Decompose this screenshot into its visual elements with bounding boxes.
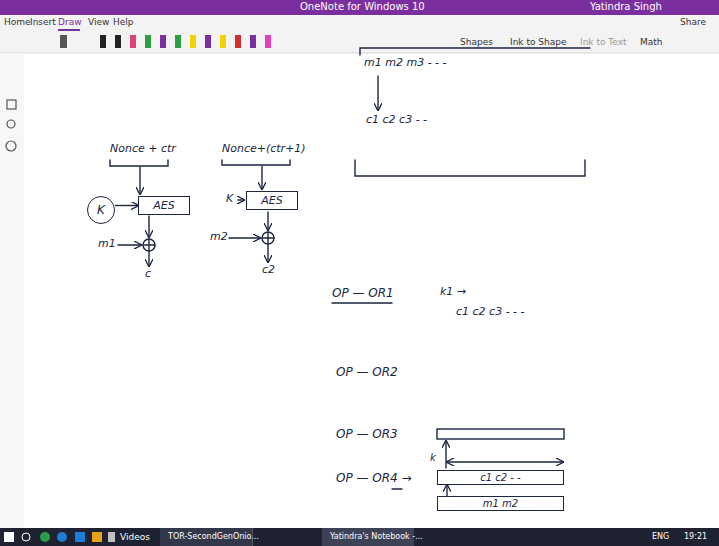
taskbar-clock: 19:21: [684, 532, 707, 541]
mode-label: OP — OR1: [332, 287, 394, 301]
key-circle: K: [87, 196, 115, 224]
key-label: k1 →: [440, 286, 466, 299]
title-bar: [0, 0, 719, 15]
share-button: Share: [680, 17, 706, 27]
handwritten-note: Nonce + ctr: [110, 143, 176, 156]
node-text: K: [97, 203, 105, 217]
message-buffer: m1 m2: [437, 496, 564, 511]
connector-arrow: [446, 485, 447, 496]
taskbar-item: TOR-SecondGenOnio...: [168, 532, 259, 541]
node-text: AES: [153, 199, 174, 212]
key-label: K: [226, 193, 233, 206]
handwriting: [110, 48, 590, 489]
mode-label: OP — OR4 →: [336, 472, 412, 486]
cipher-buffer: c1 c2 - -: [437, 470, 564, 485]
pen-icons: [60, 35, 271, 48]
user-name: Yatindra Singh: [590, 1, 662, 13]
message-label: m1: [98, 238, 116, 251]
node-text: AES: [261, 194, 282, 207]
taskbar-tray: ENG: [652, 532, 669, 541]
mode-label: OP — OR2: [336, 366, 398, 380]
toolbar-button: Ink to Shape: [510, 37, 567, 47]
cipher-label: c2: [262, 264, 275, 277]
ribbon-tab: View: [88, 17, 109, 27]
taskbar-item: Videos: [120, 532, 150, 542]
ribbon-tab: Draw: [58, 17, 82, 27]
cipher-block: AES: [246, 191, 298, 210]
handwritten-note: Nonce+(ctr+1): [222, 143, 306, 156]
toolbar-button: Math: [640, 37, 663, 47]
cipher-stream: c1 c2 c3 - -: [366, 114, 427, 127]
active-tab-underline: [58, 29, 80, 31]
message-label: m2: [210, 231, 228, 244]
cipher-label: c: [145, 268, 151, 281]
sidebar-icons: [6, 100, 16, 151]
ribbon-tab: Insert: [30, 17, 56, 27]
cipher-block: AES: [138, 196, 190, 215]
ribbon-tab: Help: [113, 17, 134, 27]
taskbar-item: Yatindra's Notebook -...: [330, 532, 423, 541]
connector-arrow: [115, 205, 138, 206]
window-title: OneNote for Windows 10: [300, 1, 425, 13]
ribbon-tab: Home: [4, 17, 31, 27]
cipher-stream: c1 c2 c3 - - -: [456, 306, 525, 319]
message-stream: m1 m2 m3 - - -: [364, 57, 447, 70]
toolbar-button: Shapes: [460, 37, 493, 47]
node-text: c1 c2 - -: [480, 472, 520, 483]
key-label: k: [430, 452, 436, 464]
toolbar-button: Ink to Text: [580, 37, 627, 47]
sidebar: [0, 53, 24, 528]
node-text: m1 m2: [483, 498, 518, 509]
taskbar: [0, 528, 719, 546]
mode-label: OP — OR3: [336, 428, 398, 442]
